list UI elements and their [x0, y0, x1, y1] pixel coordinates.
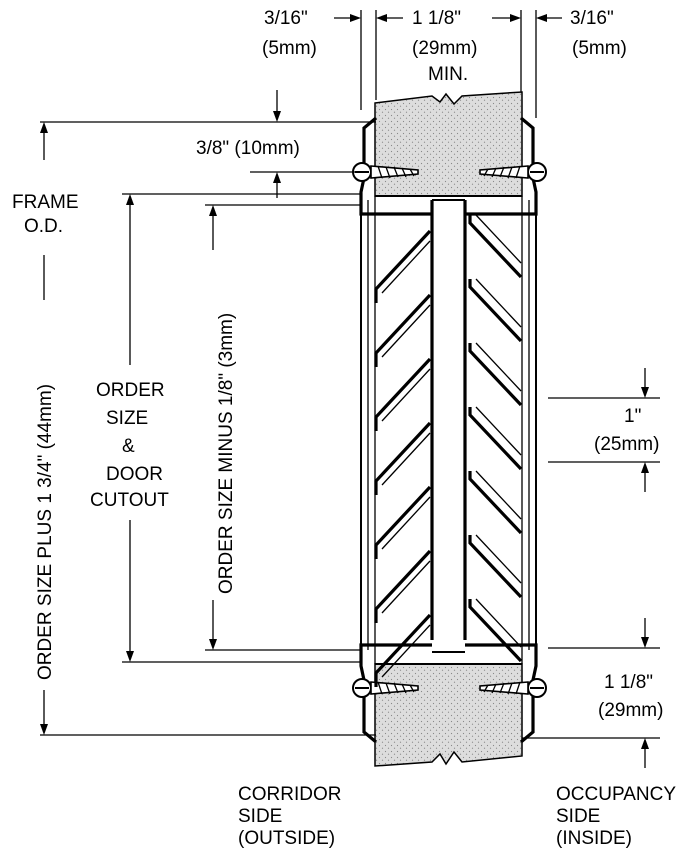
louver-blade: [374, 485, 432, 559]
right-gap-label: 3/16": [570, 8, 614, 29]
louver-blade: [468, 471, 523, 535]
louver-blade: [374, 613, 432, 687]
dimension-lines: [40, 10, 660, 768]
louver-blade: [468, 599, 523, 663]
louver-blade-edge: [381, 560, 431, 614]
louver-blade: [374, 549, 432, 623]
louver-blade-edge: [381, 432, 431, 486]
corridor-label-1: CORRIDOR: [238, 784, 341, 805]
louver-blades-right: [468, 214, 523, 663]
louver-blade-edge: [475, 342, 522, 392]
frame-od-label-1: FRAME: [12, 192, 79, 213]
louver-blade-edge: [381, 624, 431, 678]
louver-blades-left: [374, 229, 432, 687]
louver-blade: [374, 293, 432, 367]
top-offset-label: 3/8" (10mm): [196, 138, 300, 159]
louver-blade: [468, 279, 523, 343]
louver-blade: [468, 407, 523, 471]
blade-pitch-label: 1": [624, 406, 641, 427]
louver-blade: [468, 535, 523, 599]
left-gap-mm-label: (5mm): [262, 38, 317, 59]
order-size-minus-label: ORDER SIZE MINUS 1/8" (3mm): [216, 313, 237, 594]
occupancy-label-2: SIDE: [556, 806, 600, 827]
frame-od-label-2: O.D.: [24, 216, 63, 237]
door-slab-top: [374, 91, 523, 197]
screw-bottom-left: [352, 678, 419, 698]
order-size-label-3: &: [122, 436, 135, 457]
frame-width-mm-label: (29mm): [412, 38, 477, 59]
blade-pitch-mm-label: (25mm): [594, 434, 659, 455]
louver-blade-edge: [475, 214, 522, 264]
louver-blade: [374, 357, 432, 431]
louver-blade: [374, 229, 432, 303]
corridor-label-3: (OUTSIDE): [238, 828, 335, 849]
order-size-label-2: SIZE: [106, 408, 148, 429]
louver-blade-edge: [475, 534, 522, 584]
order-size-label-5: CUTOUT: [90, 490, 169, 511]
screw-top-right: [479, 162, 547, 182]
left-gap-label: 3/16": [264, 8, 308, 29]
corridor-label-2: SIDE: [238, 806, 282, 827]
louver-blade-edge: [475, 406, 522, 456]
louver-blade-edge: [475, 598, 522, 648]
frame-depth-mm-label: (29mm): [598, 700, 663, 721]
louver-blade-edge: [381, 368, 431, 422]
louver-blade: [374, 421, 432, 495]
louver-blade-edge: [381, 304, 431, 358]
louver-blade: [468, 343, 523, 407]
order-size-label-4: DOOR: [106, 464, 163, 485]
occupancy-label-3: (INSIDE): [556, 828, 632, 849]
frame-width-min-label: MIN.: [428, 64, 468, 85]
occupancy-label-1: OCCUPANCY: [556, 784, 676, 805]
frame-depth-label: 1 1/8": [604, 672, 653, 693]
frame-flange-top: [359, 116, 538, 640]
dimension-labels: 3/16" (5mm) 1 1/8" (29mm) MIN. 3/16" (5m…: [12, 8, 676, 849]
right-gap-mm-label: (5mm): [572, 38, 627, 59]
louver-blade-edge: [381, 496, 431, 550]
door-slab-bottom: [374, 663, 523, 767]
louver-blade-edge: [381, 240, 431, 294]
screw-bottom-right: [479, 678, 547, 698]
frame-flange-bottom: [359, 643, 538, 744]
louver-blade-edge: [475, 470, 522, 520]
order-size-plus-label: ORDER SIZE PLUS 1 3/4" (44mm): [35, 384, 56, 680]
louver-blade: [468, 215, 523, 279]
frame-width-label: 1 1/8": [412, 8, 461, 29]
screw-top-left: [352, 162, 419, 182]
order-size-label-1: ORDER: [96, 380, 165, 401]
louver-blade-edge: [475, 278, 522, 328]
